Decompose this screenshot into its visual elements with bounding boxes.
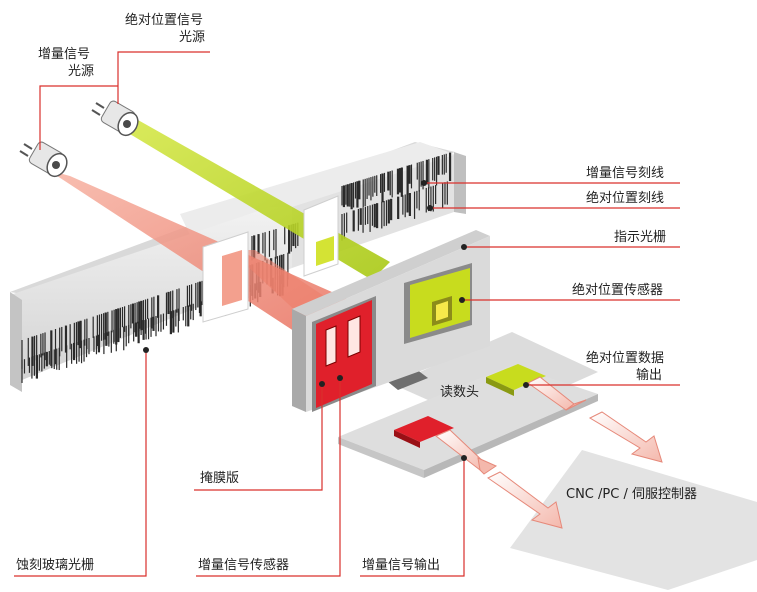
absolute-output-label-line1: 绝对位置数据 bbox=[586, 351, 665, 366]
incremental-source-label: 增量信号 光源 bbox=[38, 46, 118, 80]
incremental-output-label: 增量信号输出 bbox=[362, 558, 441, 573]
leader-dots bbox=[143, 180, 529, 461]
mask-plate-label: 掩膜版 bbox=[200, 471, 240, 486]
absolute-output-label-line2: 输出 bbox=[636, 368, 663, 383]
incremental-lines-label: 增量信号刻线 bbox=[586, 166, 665, 181]
read-head-label: 读数头 bbox=[440, 385, 480, 400]
incremental-source-label-line1: 增量信号 bbox=[38, 47, 91, 62]
incremental-output-arrow bbox=[435, 429, 563, 529]
index-grating-label: 指示光栅 bbox=[614, 230, 667, 245]
absolute-source-label: 绝对位置信号 光源 bbox=[112, 12, 216, 46]
controller-label: CNC /PC / 伺服控制器 bbox=[566, 487, 697, 502]
mask-slot-right bbox=[347, 315, 361, 358]
window-right-inner bbox=[316, 236, 334, 266]
incremental-beam-far bbox=[230, 250, 330, 315]
absolute-sensor-core bbox=[436, 301, 448, 321]
incremental-light-source bbox=[19, 141, 68, 178]
incremental-source-label-line2: 光源 bbox=[68, 64, 95, 79]
read-head-panel-side bbox=[292, 309, 306, 412]
controller-plane bbox=[510, 450, 757, 590]
absolute-sensor-label: 绝对位置传感器 bbox=[572, 283, 664, 298]
leader-lines bbox=[14, 51, 680, 577]
scale-left-end bbox=[10, 292, 22, 392]
incremental-beam bbox=[48, 170, 350, 335]
absolute-lines-label: 绝对位置刻线 bbox=[586, 191, 665, 206]
mask-slot-left bbox=[325, 325, 337, 367]
read-head-base bbox=[338, 365, 598, 470]
absolute-light-source bbox=[91, 100, 139, 137]
absolute-output-label: 绝对位置数据 输出 bbox=[586, 350, 678, 384]
etched-grating-label: 蚀刻玻璃光栅 bbox=[16, 558, 95, 573]
absolute-source-label-line2: 光源 bbox=[178, 30, 205, 45]
read-head-base-edge bbox=[338, 437, 424, 478]
incremental-sensor-label: 增量信号传感器 bbox=[198, 558, 290, 573]
incremental-output-sensor-side bbox=[394, 430, 420, 448]
window-left-inner bbox=[222, 250, 242, 306]
absolute-output-sensor bbox=[486, 364, 546, 390]
absolute-output-sensor-side bbox=[486, 377, 514, 396]
read-head-panel bbox=[292, 230, 490, 316]
incremental-output-sensor bbox=[394, 416, 454, 442]
absolute-source-label-line1: 绝对位置信号 bbox=[124, 13, 203, 28]
